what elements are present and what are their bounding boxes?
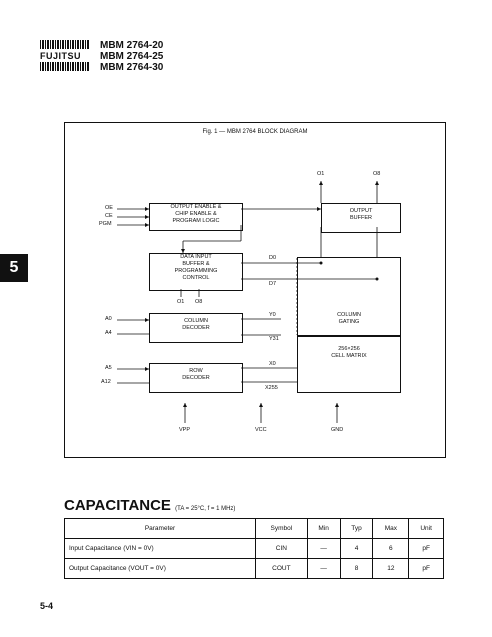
gnd-label: GND — [331, 427, 344, 433]
vcc-label: VCC — [255, 427, 267, 433]
d7-label: D7 — [269, 281, 277, 287]
page-number: 5-4 — [40, 601, 54, 611]
block-diagram: Fig. 1 — MBM 2764 BLOCK DIAGRAM — [64, 122, 446, 458]
fujitsu-logo: FUJITSU — [40, 51, 82, 61]
a0-input-label: A0 — [105, 316, 112, 322]
vpp-label: VPP — [179, 427, 191, 433]
cell-max: 12 — [372, 558, 410, 579]
data-input-block: DATA INPUT BUFFER & PROGRAMMING CONTROL — [149, 253, 243, 291]
cell-min: — — [306, 558, 341, 579]
cell-max: 6 — [372, 538, 410, 559]
y0-label: Y0 — [269, 312, 276, 318]
header-min: Min — [306, 518, 341, 539]
output-buffer-block: OUTPUT BUFFER — [321, 203, 401, 233]
table-row: Input Capacitance (VIN = 0V) CIN — 4 6 p… — [64, 538, 444, 559]
cell-typ: 4 — [339, 538, 374, 559]
o1-top-label: O1 — [317, 171, 325, 177]
o8-mid-label: O8 — [195, 299, 203, 305]
part-number-3: MBM 2764-30 — [100, 62, 164, 73]
part-number-1: MBM 2764-20 — [100, 40, 164, 51]
cell-typ: 8 — [339, 558, 374, 579]
section-tab: 5 — [0, 254, 28, 282]
table-row: Output Capacitance (VOUT = 0V) COUT — 8 … — [64, 558, 444, 579]
column-decoder-block: COLUMN DECODER — [149, 313, 243, 343]
cell-matrix-block: 256×256 CELL MATRIX — [297, 335, 401, 393]
capacitance-heading: CAPACITANCE (TA = 25°C, f = 1 MHz) — [64, 497, 236, 514]
oe-input-label: OE — [105, 205, 113, 211]
diagram-title: Fig. 1 — MBM 2764 BLOCK DIAGRAM — [202, 129, 308, 135]
o1-mid-label: O1 — [177, 299, 185, 305]
cell-parameter: Input Capacitance (VIN = 0V) — [64, 538, 256, 559]
o8-top-label: O8 — [373, 171, 381, 177]
header-typ: Typ — [339, 518, 374, 539]
pgm-input-label: PGM — [99, 221, 112, 227]
a12-input-label: A12 — [101, 379, 111, 385]
row-decoder-block: ROW DECODER — [149, 363, 243, 393]
diagram-wiring — [117, 181, 379, 423]
x0-label: X0 — [269, 361, 276, 367]
ce-input-label: CE — [105, 213, 113, 219]
a5-input-label: A5 — [105, 365, 112, 371]
header-max: Max — [372, 518, 410, 539]
cell-unit: pF — [408, 558, 444, 579]
y31-label: Y31 — [269, 336, 279, 342]
a4-input-label: A4 — [105, 330, 112, 336]
cell-symbol: COUT — [255, 558, 308, 579]
x255-label: X255 — [265, 385, 278, 391]
output-enable-block: OUTPUT ENABLE & CHIP ENABLE & PROGRAM LO… — [149, 203, 243, 231]
barcode-decoration-bottom — [40, 62, 90, 71]
d0-label: D0 — [269, 255, 277, 261]
header-unit: Unit — [408, 518, 444, 539]
cell-unit: pF — [408, 538, 444, 559]
capacitance-table: Parameter Symbol Min Typ Max Unit Input … — [64, 518, 444, 579]
cell-min: — — [306, 538, 341, 559]
header-parameter: Parameter — [64, 518, 256, 539]
barcode-decoration-top — [40, 40, 90, 49]
capacitance-conditions: (TA = 25°C, f = 1 MHz) — [175, 506, 236, 512]
cell-symbol: CIN — [255, 538, 308, 559]
column-gating-block: COLUMN GATING — [297, 257, 401, 337]
header-symbol: Symbol — [255, 518, 308, 539]
cell-parameter: Output Capacitance (VOUT = 0V) — [64, 558, 256, 579]
table-header-row: Parameter Symbol Min Typ Max Unit — [64, 518, 444, 539]
part-number-2: MBM 2764-25 — [100, 51, 164, 62]
